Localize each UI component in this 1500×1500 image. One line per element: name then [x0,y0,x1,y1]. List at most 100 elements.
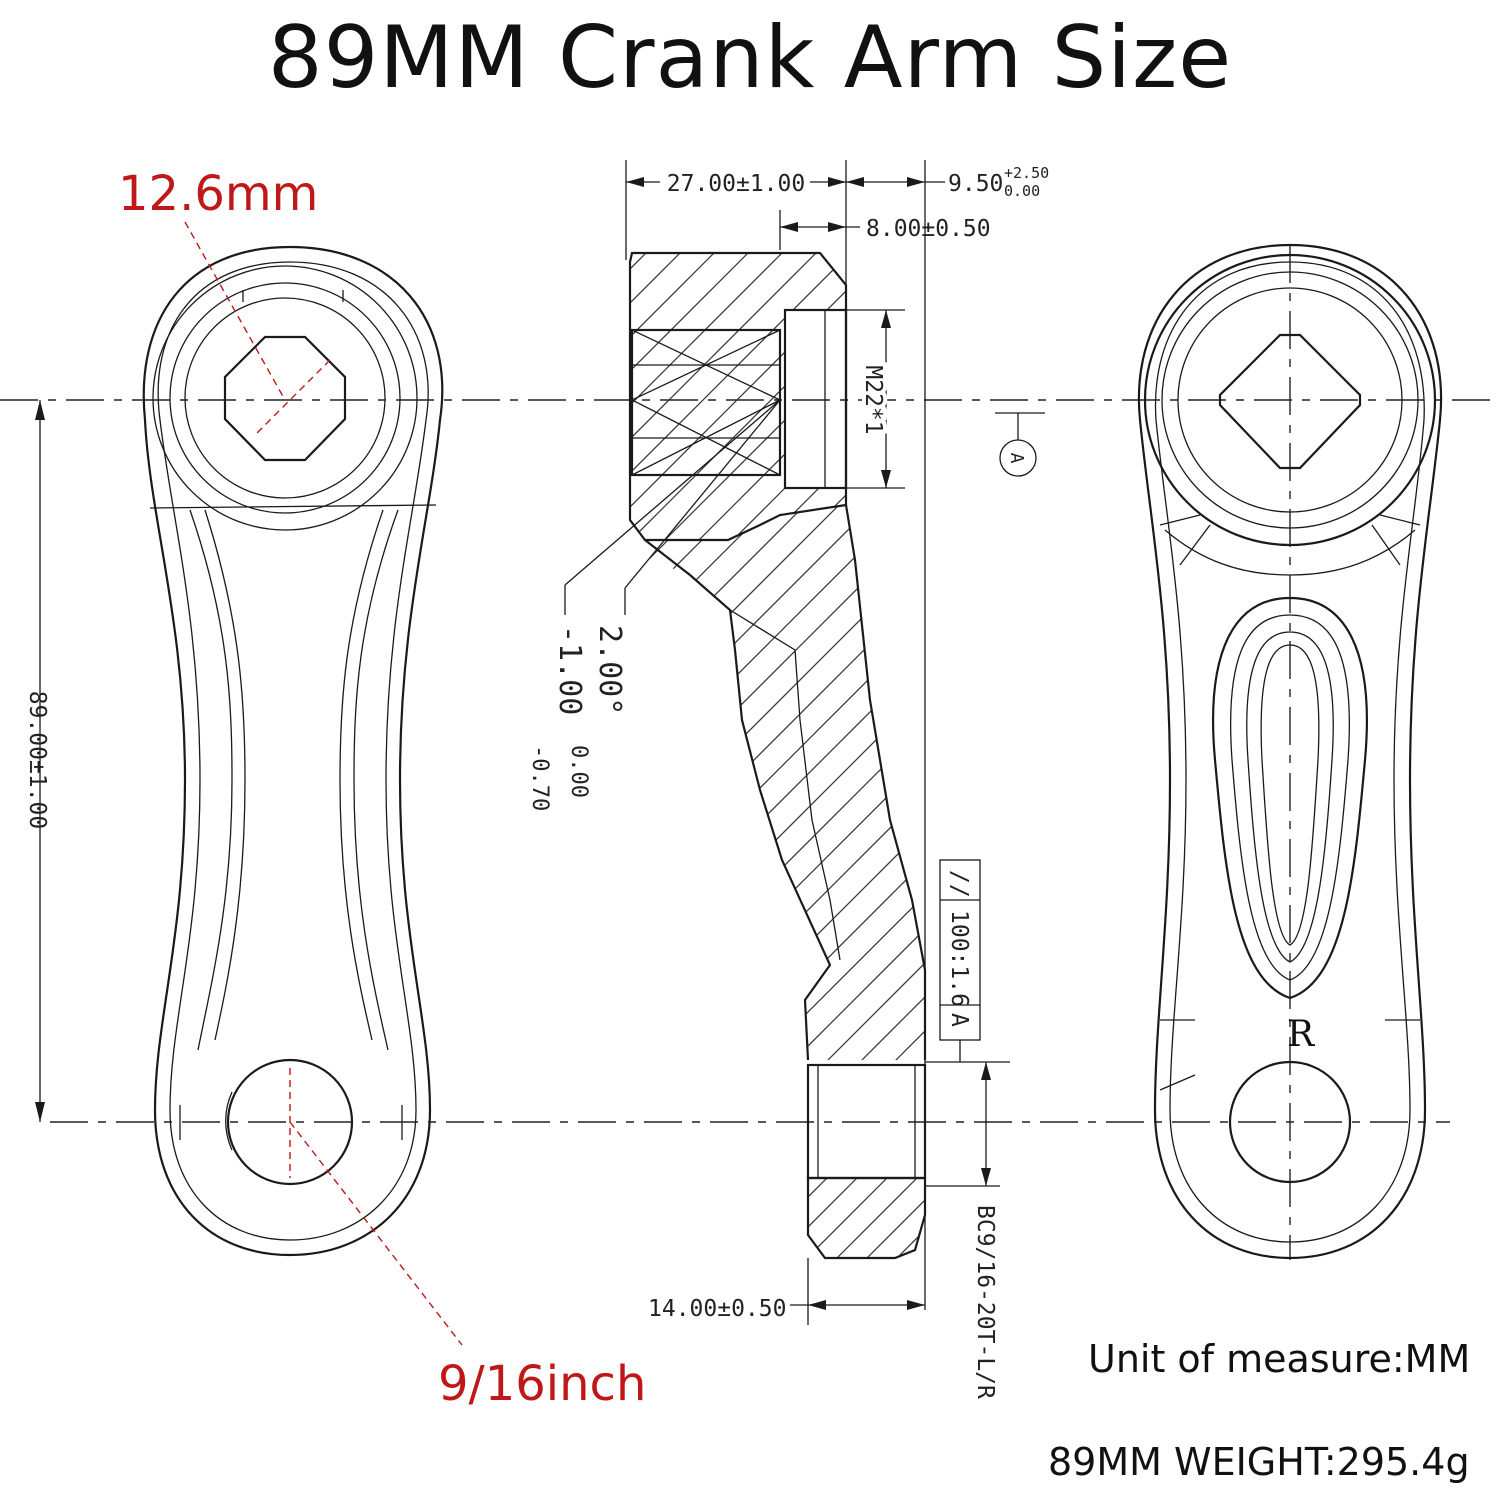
section-hatch-line [727,253,846,540]
unit-note: Unit of measure:MM [1088,1337,1470,1381]
section-hatch-line [645,505,777,1060]
taper-tol-lower: -0.70 [527,745,552,811]
tolerance-datum: A [946,1013,972,1027]
section-hatch-line [720,505,925,1060]
section-hatch-line [761,253,846,540]
section-hatch-line [630,253,689,540]
section-hatch-line [652,505,925,1060]
tolerance-frame: // 100:1.6 A [939,859,981,1062]
left-web-left [204,509,246,1041]
offset-a-tol-lower: 0.00 [1004,182,1040,200]
section-hatch-line [788,505,925,1060]
left-web-right-2 [353,509,399,1051]
section-hatch-line [645,505,879,1060]
section-hatch-line [320,245,620,545]
section-hatch-line [754,505,925,1060]
left-pedal-arc [225,1091,233,1151]
left-arm-outline [142,245,444,1257]
width-top-label: 27.00±1.00 [667,171,805,197]
section-front-edge [644,539,832,1061]
section-hatch-line [645,505,925,1060]
section-hatch-line [630,253,655,540]
datum-label: A [1006,453,1027,464]
right-pocket-outer [1211,596,1369,1000]
right-ring-lower [1164,529,1416,576]
section-top-outline [628,251,848,542]
offset-a-tol-upper: +2.50 [1004,164,1049,182]
right-view: R [1137,243,1443,1260]
length-dimension-label: 89.00±1.00 [24,691,50,829]
section-hatch-line [693,253,846,540]
square-taper-label: 12.6mm [118,166,318,222]
right-pocket-mid [1229,614,1351,981]
section-hatch-line [808,1178,831,1258]
section-hatch-line [630,253,846,540]
left-boss-outer [152,265,418,531]
section-hatch-line [645,505,811,1060]
section-web-line [729,609,841,961]
section-hatch-line [645,505,845,1060]
left-transition-line [149,504,437,509]
right-pocket-inner [1246,631,1334,963]
right-pocket-core [1260,644,1320,946]
svg-text:M22*1: M22*1 [860,365,886,434]
section-hatch-line [808,1178,891,1258]
section-hatch-line [630,253,757,540]
section-back-edge [844,504,927,1060]
section-hatch-line [859,1178,925,1258]
section-hatch-line [630,253,846,540]
taper-tol-upper: 0.00 [566,745,591,798]
right-square-taper [1218,333,1362,470]
section-hatch-line [890,505,925,1060]
offset-a-label: 9.50 [948,171,1003,197]
section-view: 27.00±1.00 9.50 +2.50 0.00 8.00±0.50 M22… [75,160,1049,1399]
right-boss-ring [1161,271,1419,529]
section-hatch-line [630,253,846,540]
section-hatch-line [630,253,791,540]
section-hatch-line [645,505,743,1060]
section-hatch-line [630,253,825,540]
side-mark: R [1287,1014,1315,1055]
left-arm-inner [157,261,429,1241]
datum-circle [999,439,1037,477]
left-boss-ring [169,282,401,514]
tolerance-value: 100:1.6 [946,910,972,1007]
pedal-thread-callout: 9/16inch [289,1068,646,1412]
section-hatch-line [645,505,913,1060]
right-boss-outer [1143,253,1437,547]
section-hatch-line [659,253,846,540]
left-view [142,245,444,1257]
angle-label: 2.00° [592,625,627,715]
section-hatch-line [856,505,925,1060]
section-hatch-line [822,505,925,1060]
square-taper-callout: 12.6mm [118,166,331,436]
section-hatch-line [645,505,925,1060]
section-hatch-line [645,505,709,1060]
pedal-thread-spec: BC9/16-20T-L/R [972,1205,998,1399]
right-pedal-hole [1228,1060,1352,1184]
section-hatch-line [645,505,925,1060]
right-arm-outline [1137,243,1443,1260]
section-hatch-line [645,505,925,1060]
depth-label: 8.00±0.50 [866,216,991,242]
section-hatch-line [808,1178,861,1258]
pedal-width-label: 14.00±0.50 [648,1296,786,1322]
section-hatch-line [795,253,846,540]
weight-note: 89MM WEIGHT:295.4g [1048,1440,1470,1484]
length-dimension: 89.00±1.00 [24,400,50,1122]
section-hatch-line [645,505,925,1060]
right-arm-inner [1154,261,1425,1243]
right-boss-inner [1177,287,1403,513]
taper-bore [630,328,782,477]
section-hatch-line [630,253,723,540]
section-hatch-line [829,1178,921,1258]
left-boss-inner [184,297,386,499]
pedal-thread-label: 9/16inch [438,1356,646,1412]
left-square-taper [223,335,347,462]
left-web-left-2 [189,509,233,1051]
section-hatch-line [75,500,640,1065]
tolerance-symbol: // [946,870,972,898]
left-web-right [339,509,384,1041]
